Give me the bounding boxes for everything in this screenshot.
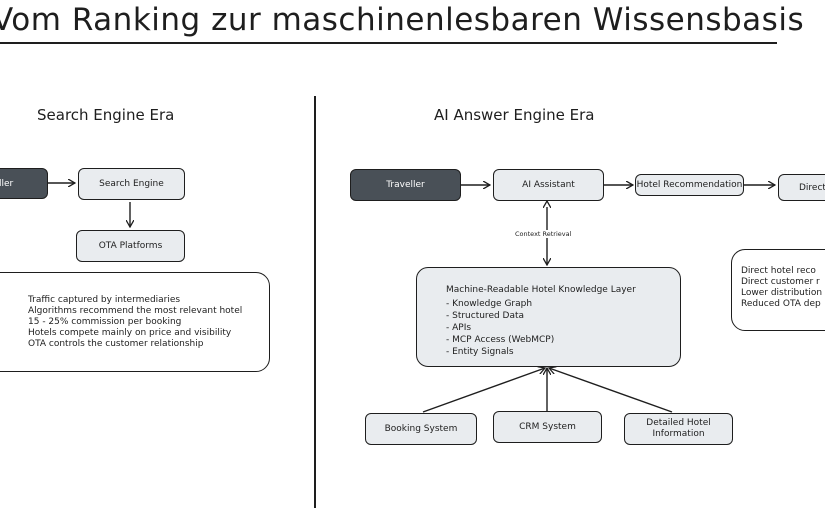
detailed-hotel-label-line2: Information	[652, 429, 705, 439]
booking-system-label: Booking System	[384, 424, 458, 434]
search-note-4: Hotels compete mainly on price and visib…	[28, 328, 232, 338]
benefit-1: Direct hotel reco	[741, 266, 816, 276]
arrow-booking-to-layer	[422, 368, 545, 413]
crm-system-node: CRM System	[493, 411, 602, 443]
hotel-recommendation-node: Hotel Recommendation	[635, 174, 744, 196]
detailed-hotel-label-line1: Detailed Hotel	[646, 418, 711, 428]
era-divider	[314, 96, 316, 508]
ai-era-benefits: Direct hotel reco Direct customer r Lowe…	[731, 249, 825, 331]
ai-assistant-label: AI Assistant	[522, 180, 575, 190]
page-title: Vom Ranking zur maschinenlesbaren Wissen…	[0, 2, 805, 38]
benefit-2: Direct customer r	[741, 277, 820, 287]
search-engine-label: Search Engine	[99, 179, 164, 189]
ai-answer-engine-era-heading: AI Answer Engine Era	[434, 106, 595, 124]
layer-item-knowledge-graph: - Knowledge Graph	[446, 299, 533, 309]
benefit-4: Reduced OTA dep	[741, 299, 821, 309]
direct-label: Direct	[799, 182, 825, 193]
search-engine-era-heading: Search Engine Era	[37, 106, 175, 124]
traveller-node-right-label: Traveller	[386, 180, 425, 190]
search-engine-node: Search Engine	[78, 168, 185, 200]
hotel-recommendation-label: Hotel Recommendation	[636, 180, 743, 190]
search-note-2: Algorithms recommend the most relevant h…	[28, 306, 243, 316]
context-retrieval-label: Context Retrieval	[513, 230, 574, 238]
arrow-detailed-to-layer	[549, 368, 673, 413]
traveller-node-left-label: ller	[0, 178, 14, 189]
layer-item-mcp-access: - MCP Access (WebMCP)	[446, 335, 555, 345]
knowledge-layer: Machine-Readable Hotel Knowledge Layer -…	[416, 267, 681, 367]
direct-node: Direct	[778, 174, 825, 201]
booking-system-node: Booking System	[365, 413, 477, 445]
search-note-1: Traffic captured by intermediaries	[28, 295, 181, 305]
benefit-3: Lower distribution	[741, 288, 823, 298]
search-era-notes: Traffic captured by intermediaries Algor…	[0, 272, 270, 372]
traveller-node-right: Traveller	[350, 169, 461, 201]
search-note-5: OTA controls the customer relationship	[28, 339, 204, 349]
ota-platforms-node: OTA Platforms	[76, 230, 185, 262]
detailed-hotel-information-node: Detailed Hotel Information	[624, 413, 733, 445]
ai-assistant-node: AI Assistant	[493, 169, 604, 201]
crm-system-label: CRM System	[519, 422, 576, 432]
layer-item-apis: - APIs	[446, 323, 472, 333]
layer-item-structured-data: - Structured Data	[446, 311, 525, 321]
traveller-node-left: ller	[0, 168, 48, 199]
ota-platforms-label: OTA Platforms	[98, 241, 163, 251]
layer-item-entity-signals: - Entity Signals	[446, 347, 514, 357]
search-note-3: 15 - 25% commission per booking	[28, 317, 182, 327]
title-underline	[0, 42, 777, 44]
knowledge-layer-title: Machine-Readable Hotel Knowledge Layer	[446, 285, 636, 295]
